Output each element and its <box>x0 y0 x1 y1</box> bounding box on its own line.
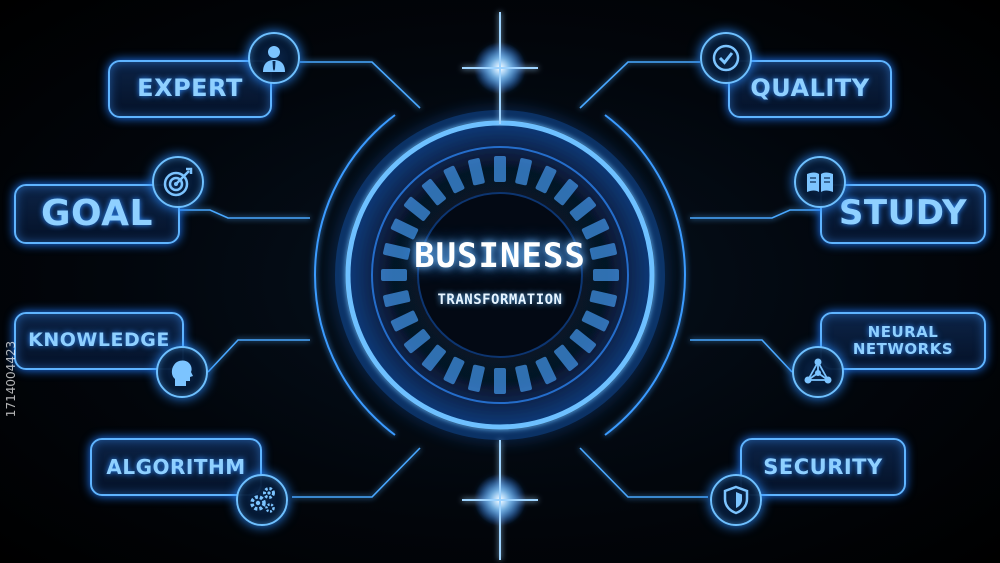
goal-label: GOAL <box>41 193 153 235</box>
expert-label-box: EXPERT <box>108 60 272 118</box>
core-segments <box>381 156 619 394</box>
core-segment <box>443 356 465 385</box>
core-segment <box>515 158 532 186</box>
connector-lines <box>180 61 820 498</box>
core-segment <box>443 165 465 194</box>
knowledge-label-box: KNOWLEDGE <box>14 312 184 370</box>
goal-label-box: GOAL <box>14 184 180 244</box>
expert-label: EXPERT <box>137 74 243 103</box>
study-label-box: STUDY <box>820 184 986 244</box>
core-segment <box>383 243 411 260</box>
core-segment <box>589 290 617 307</box>
core-segment <box>535 165 557 194</box>
open-book-icon <box>807 172 833 192</box>
core-segment <box>404 329 431 354</box>
core-segment <box>421 344 446 371</box>
sparkle-bottom <box>462 440 538 560</box>
study-label: STUDY <box>838 193 968 234</box>
center-subtitle: TRANSFORMATION <box>437 292 563 308</box>
core-inner-ring <box>371 146 629 404</box>
neural-networks-label-line2: NETWORKS <box>852 340 954 358</box>
business-person-icon <box>263 46 285 72</box>
core-segment <box>383 290 411 307</box>
center-title: BUSINESS <box>414 236 586 276</box>
shield-icon <box>723 485 749 515</box>
algorithm-icon-circle <box>236 474 288 526</box>
knowledge-icon-circle <box>156 346 208 398</box>
core-segment <box>390 218 419 240</box>
outer-arcs <box>314 114 686 436</box>
core-segment <box>581 310 610 332</box>
security-label: SECURITY <box>763 454 883 479</box>
core-segment <box>404 196 431 221</box>
gears-icon <box>250 487 275 513</box>
core-segment <box>569 196 596 221</box>
sparkle-top <box>462 12 538 124</box>
core-center <box>417 192 583 358</box>
security-label-box: SECURITY <box>740 438 906 496</box>
core-segment <box>554 344 579 371</box>
core-segment <box>535 356 557 385</box>
core-segment <box>390 310 419 332</box>
neural-networks-icon-circle <box>792 346 844 398</box>
head-profile-icon <box>171 360 193 386</box>
quality-label: QUALITY <box>750 74 870 103</box>
security-icon-circle <box>710 474 762 526</box>
check-circle-icon <box>712 44 740 72</box>
core-segment <box>381 269 407 281</box>
core-segment <box>468 364 485 392</box>
algorithm-label-box: ALGORITHM <box>90 438 262 496</box>
core-segment <box>515 364 532 392</box>
target-icon <box>163 167 193 197</box>
core-segment <box>589 243 617 260</box>
goal-icon-circle <box>152 156 204 208</box>
neural-networks-label-line1: NEURAL <box>867 322 939 341</box>
core-segment <box>593 269 619 281</box>
core-segment <box>468 158 485 186</box>
core-segment <box>494 368 506 394</box>
core-segment <box>494 156 506 182</box>
knowledge-label: KNOWLEDGE <box>28 329 170 352</box>
neural-networks-label-box: NEURAL NETWORKS <box>820 312 986 370</box>
quality-icon-circle <box>700 32 752 84</box>
core-segment <box>554 179 579 206</box>
expert-icon-circle <box>248 32 300 84</box>
study-icon-circle <box>794 156 846 208</box>
side-id-watermark: 1714004423 <box>4 340 18 418</box>
core-segment <box>569 329 596 354</box>
core-segment <box>421 179 446 206</box>
quality-label-box: QUALITY <box>728 60 892 118</box>
algorithm-label: ALGORITHM <box>106 454 246 479</box>
core-segment <box>581 218 610 240</box>
network-nodes-icon <box>804 358 832 384</box>
